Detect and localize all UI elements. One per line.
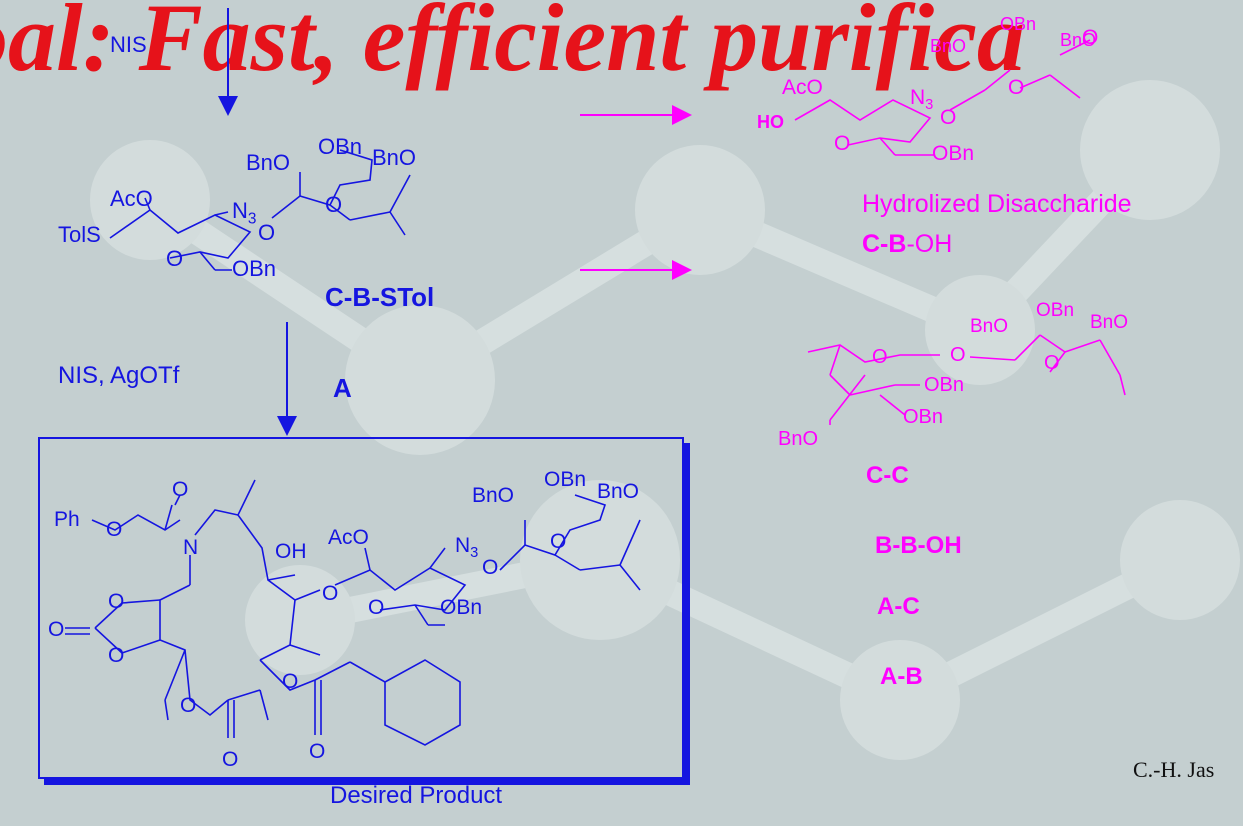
hydro-ring-o2: O <box>1008 76 1025 99</box>
hydro-aco: AcO <box>782 76 823 99</box>
hydro-ho: HO <box>757 112 784 132</box>
cc-ring-o2: O <box>1044 352 1060 374</box>
product-carbonate-o2: O <box>48 618 65 641</box>
hydro-n3: N3 <box>910 86 934 114</box>
donor-ring-o: O <box>166 246 184 271</box>
product-acyl-o2: O <box>309 740 326 763</box>
product-ring-o2: O <box>550 530 567 553</box>
credit-text: C.-H. Jas <box>1133 757 1215 782</box>
desired-product-caption: Desired Product <box>330 782 503 809</box>
donor-ring-o2: O <box>325 192 343 217</box>
product-oh: OH <box>275 540 307 563</box>
product-lactone-o2: O <box>222 748 239 771</box>
cc-link-o: O <box>950 344 966 366</box>
product-acyl-o: O <box>282 670 299 693</box>
byproduct-ab: A-B <box>880 663 923 690</box>
product-link-o: O <box>482 556 499 579</box>
desired-product-box <box>38 437 684 779</box>
product-ring-o3: O <box>410 600 411 601</box>
product-bno2: BnO <box>597 480 640 503</box>
donor-obn-bottom: OBn <box>232 256 277 281</box>
product-glycosidic-o: O <box>322 582 339 605</box>
hydro-obn-bottom: OBn <box>932 142 975 165</box>
product-n3: N3 <box>455 534 479 562</box>
product-carbonyl-o: O <box>172 478 189 501</box>
donor-bno-left: BnO <box>246 150 291 175</box>
donor-aco: AcO <box>110 186 153 211</box>
product-n: N <box>183 536 199 559</box>
product-carbonate-o1: O <box>108 590 125 613</box>
cc-label: C-C <box>866 462 909 489</box>
donor-bonds <box>109 149 411 271</box>
hydro-ring-o: O <box>834 132 851 155</box>
product-ring-o: O <box>368 596 385 619</box>
product-lactone-o: O <box>180 694 197 717</box>
product-bno: BnO <box>472 484 515 507</box>
donor-tols: TolS <box>58 222 101 247</box>
cc-obn: OBn <box>1036 300 1075 321</box>
cc-bno3: BnO <box>778 428 819 450</box>
slide-title: oal: Fast, efficient purifica <box>0 0 1025 91</box>
product-obn-bottom: OBn <box>440 596 483 619</box>
hydrolized-code: C-B-OH <box>862 230 953 258</box>
main-reagents: NIS, AgOTf <box>58 362 180 389</box>
donor-label: C-B-STol <box>325 282 435 312</box>
product-carbonate-o3: O <box>108 644 125 667</box>
product-aco: AcO <box>328 526 369 549</box>
hydrolized-bonds <box>794 39 1091 156</box>
product-obn: OBn <box>544 468 587 491</box>
donor-link-o: O <box>258 220 276 245</box>
hydro-link-o: O <box>940 106 957 129</box>
hydro-bno2: BnO <box>1060 30 1097 50</box>
product-bonds <box>65 479 641 746</box>
donor-obn-top: OBn <box>318 134 363 159</box>
product-ester-o: O <box>106 518 123 541</box>
cc-bno: BnO <box>970 316 1009 337</box>
cc-obn3: OBn <box>903 406 944 428</box>
top-reagent: NIS <box>110 32 147 57</box>
hydro-o4: O <box>1082 26 1099 49</box>
acceptor-label: A <box>333 373 352 403</box>
hydro-bno: BnO <box>930 36 967 56</box>
hydrolized-name: Hydrolized Disaccharide <box>862 190 1132 218</box>
cc-obn2: OBn <box>924 374 965 396</box>
cc-ring-o: O <box>872 346 888 368</box>
byproduct-ac: A-C <box>877 593 920 620</box>
byproduct-bb-oh: B-B-OH <box>875 532 962 559</box>
donor-bno-right: BnO <box>372 145 417 170</box>
donor-n3: N3 <box>232 198 257 228</box>
product-ph: Ph <box>54 508 80 531</box>
cc-bonds <box>807 334 1126 425</box>
cc-bno2: BnO <box>1090 312 1129 333</box>
hydro-obn: OBn <box>1000 14 1037 34</box>
